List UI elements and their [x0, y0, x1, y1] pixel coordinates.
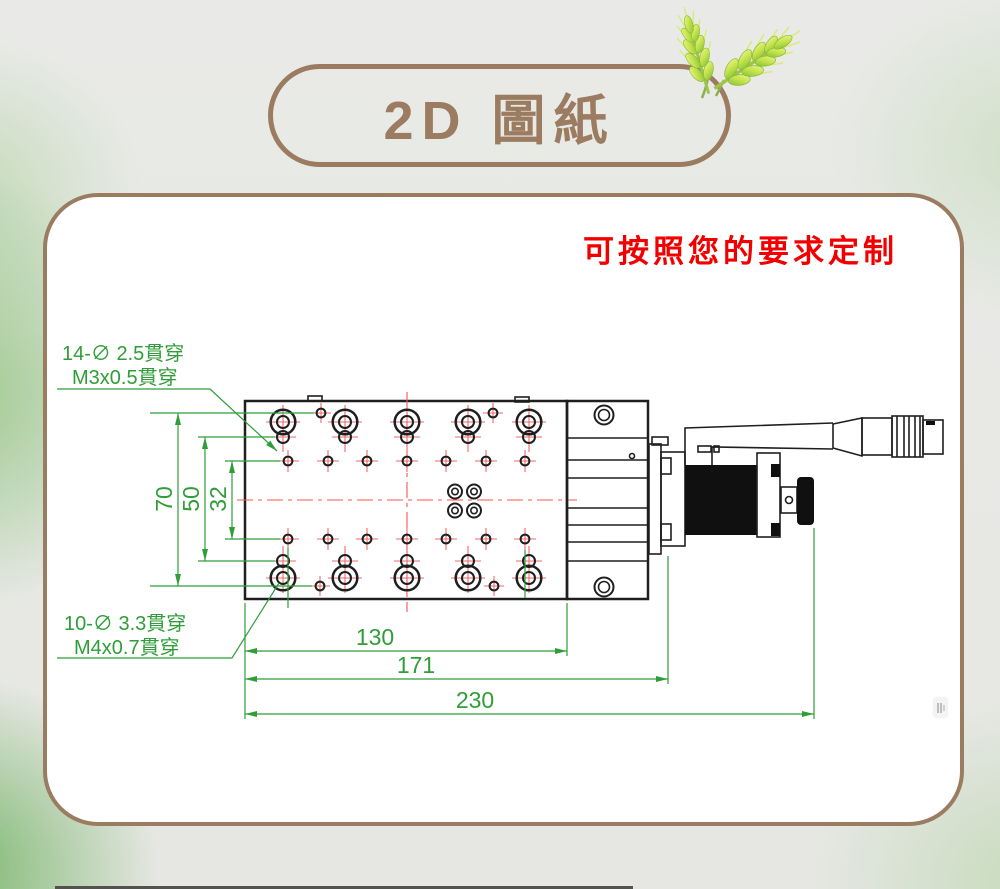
customization-note: 可按照您的要求定制 [583, 234, 898, 269]
next-section-edge [55, 886, 633, 889]
section-title: 2D 圖紙 [383, 91, 616, 151]
section-title-badge: 2D 圖紙 [268, 64, 731, 167]
drawing-panel [43, 193, 964, 826]
drag-handle-icon[interactable] [934, 698, 947, 717]
